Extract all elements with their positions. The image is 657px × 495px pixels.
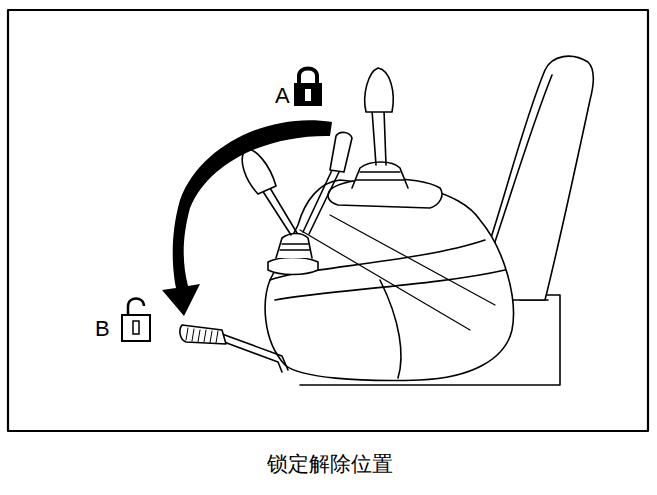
frame <box>8 10 648 431</box>
console-body <box>265 180 513 380</box>
joystick-right <box>365 68 393 112</box>
position-letter: B <box>95 318 110 340</box>
lock-lever-b <box>222 334 288 372</box>
lock-lever-a <box>303 168 340 234</box>
locked-icon <box>294 69 322 107</box>
joystick-left <box>242 149 276 194</box>
position-letter: A <box>275 85 290 107</box>
movement-arrow <box>162 120 332 316</box>
figure-caption: 锁定解除位置 <box>267 452 393 477</box>
unlocked-icon <box>122 299 150 342</box>
